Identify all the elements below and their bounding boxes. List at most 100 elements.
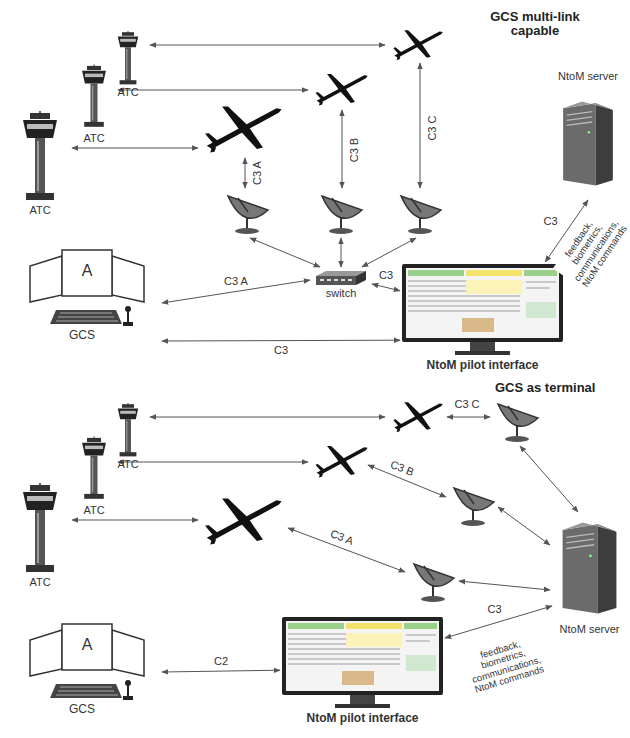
drone: [393, 30, 443, 60]
drone: [315, 446, 367, 477]
link-label: feedback, biometrics, communications, Nt…: [553, 204, 630, 292]
panel-title: GCS as terminal: [493, 381, 597, 395]
atc-tower: ATC: [108, 30, 148, 102]
pilot-interface-icon: [400, 262, 565, 357]
atc-tower-icon: [20, 110, 60, 202]
link-label: C3 A: [327, 526, 357, 547]
node-label: ATC: [108, 86, 148, 99]
atc-tower-icon: [118, 403, 138, 456]
atc-tower-icon: [82, 65, 106, 127]
node-label: ATC: [72, 504, 116, 517]
drone: [315, 74, 367, 105]
satellite-dish: [414, 564, 454, 602]
link-label: C3: [272, 344, 290, 356]
drone: [393, 402, 443, 432]
link-label: C3: [377, 269, 395, 281]
atc-tower: ATC: [72, 434, 116, 520]
c3-link: [447, 417, 490, 418]
atc-tower-icon: [116, 30, 140, 86]
atc-tower-icon: [80, 62, 108, 130]
atc-tower-icon: [82, 437, 106, 499]
link-label: C3: [486, 603, 504, 615]
node-label: ATC: [12, 576, 68, 589]
atc-tower: ATC: [108, 402, 148, 474]
drone: [205, 107, 282, 153]
dish-link: [341, 238, 342, 267]
atc-tower-icon: [23, 483, 57, 572]
satellite-dish: [454, 488, 494, 526]
pilot-interface-icon: [402, 264, 563, 355]
atc-link: [118, 462, 308, 463]
connector: [372, 284, 400, 291]
node-label: NtoM server: [552, 623, 627, 636]
node-label: GCS: [47, 703, 117, 717]
atc-link: [72, 148, 198, 149]
dish-link: [520, 446, 578, 512]
node-label: ATC: [72, 132, 116, 145]
atc-link: [150, 417, 385, 418]
pilot-interface: NtoM pilot interface: [280, 615, 445, 730]
gcs-station-icon: [30, 624, 144, 700]
network-switch-icon: [314, 270, 368, 286]
link-label: C3: [542, 215, 560, 227]
gcs-station: A GCS: [12, 622, 162, 722]
atc-tower-icon: [23, 111, 57, 200]
link-arrows: [72, 45, 578, 590]
atc-link: [72, 520, 198, 521]
atc-link: [118, 90, 308, 91]
atc-tower-icon: [20, 482, 60, 574]
satellite-dish: [498, 404, 538, 442]
satellite-dish: [228, 196, 268, 234]
connector: [162, 670, 280, 672]
link-label: feedback, biometrics, communications, Nt…: [459, 633, 552, 697]
dish-link: [459, 581, 550, 590]
node-label: NtoM server: [552, 70, 624, 83]
dish-link: [498, 507, 550, 545]
gcs-station: A GCS: [12, 248, 162, 348]
network-switch: switch: [310, 270, 372, 310]
dish-link: [250, 238, 320, 267]
server-icon: [557, 515, 622, 620]
node-label: switch: [310, 287, 372, 300]
link-label: C3 B: [348, 136, 360, 164]
node-label: A: [62, 262, 112, 280]
gcs-station-icon: [12, 622, 162, 702]
node-label: GCS: [47, 329, 117, 343]
c3-link: [420, 63, 421, 188]
c3-link: [245, 158, 246, 188]
link-label: C3 C: [426, 114, 438, 143]
server: NtoM server: [552, 515, 627, 655]
node-label: NtoM pilot interface: [280, 712, 445, 726]
atc-tower: ATC: [12, 110, 68, 222]
atc-tower: ATC: [12, 482, 68, 594]
c3-link: [342, 110, 343, 188]
node-label: NtoM pilot interface: [400, 359, 565, 373]
network-switch-icon: [316, 271, 366, 285]
satellite-dish: [322, 196, 362, 234]
node-label: A: [62, 636, 112, 654]
satellite-dish: [401, 196, 441, 234]
node-label: ATC: [108, 458, 148, 471]
gcs-station-icon: [12, 248, 162, 328]
panel-title: GCS multi-link capable: [471, 10, 600, 39]
link-label: C2: [212, 655, 230, 667]
atc-tower-icon: [116, 402, 140, 458]
atc-tower: ATC: [72, 62, 116, 148]
node-label: ATC: [12, 204, 68, 217]
pilot-interface: NtoM pilot interface: [400, 262, 565, 377]
server-icon: [563, 101, 613, 185]
link-label: C3 A: [222, 275, 250, 287]
dish-link: [362, 238, 416, 267]
link-label: C3 A: [251, 159, 263, 187]
pilot-interface-icon: [282, 617, 443, 708]
atc-tower-icon: [80, 434, 108, 502]
server: NtoM server: [552, 70, 624, 200]
connector: [162, 340, 400, 342]
link-label: C3 B: [387, 457, 418, 479]
drone: [205, 499, 282, 545]
gcs-station-icon: [30, 250, 144, 326]
server-icon: [558, 88, 618, 198]
link-label: C3 C: [453, 398, 482, 410]
